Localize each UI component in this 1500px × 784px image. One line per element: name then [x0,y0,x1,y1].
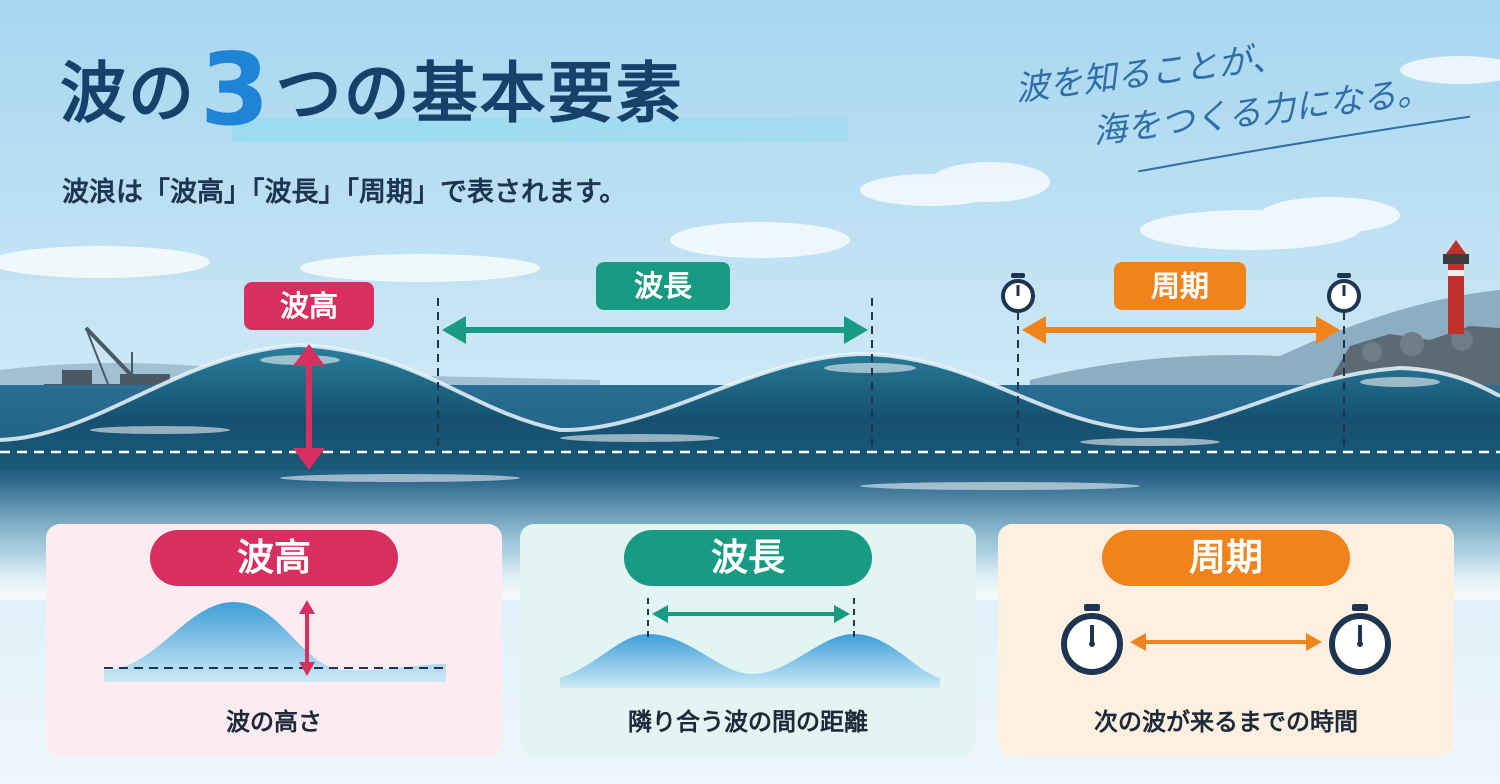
stopwatch-icon [1001,273,1035,313]
wave-height-diagram [104,600,446,682]
period-guides [1017,312,1345,452]
lighthouse-icon [1443,240,1469,334]
card-caption: 次の波が来るまでの時間 [1094,708,1358,736]
title-suffix: つの基本要素 [275,55,684,132]
double-arrow-icon [293,344,325,470]
title-prefix: 波の [60,55,196,132]
period-card: 周期 次の波が来るまでの時間 [998,524,1454,756]
card-title: 周期 [1102,530,1350,586]
page-title: 波の3つの基本要素 [60,40,684,140]
wavelength-card: 波長 隣り合う波の間の距離 [520,524,976,756]
stopwatch-icon [1327,273,1361,313]
card-title: 波高 [150,530,398,586]
stopwatch-icon [1061,604,1123,675]
wave-height-card: 波高 波の高さ [46,524,502,756]
slogan-underline [1138,115,1471,173]
title-underline [232,118,848,142]
stopwatch-icon [1329,604,1391,675]
period-label: 周期 [1114,262,1246,310]
title-number: 3 [200,31,272,148]
wave-height-label: 波高 [244,282,374,330]
wavelength-diagram [560,598,940,688]
card-caption: 波の高さ [226,708,322,736]
slogan: 波を知ることが、 海をつくる力になる。 [1012,6,1484,191]
wavelength-label: 波長 [596,262,730,310]
period-diagram [1061,604,1391,675]
wavelength-guides [437,298,873,452]
clouds [0,56,1500,282]
card-title: 波長 [624,530,872,586]
subtitle: 波浪は「波高」「波長」「周期」で表されます。 [62,177,627,208]
card-caption: 隣り合う波の間の距離 [628,708,868,736]
